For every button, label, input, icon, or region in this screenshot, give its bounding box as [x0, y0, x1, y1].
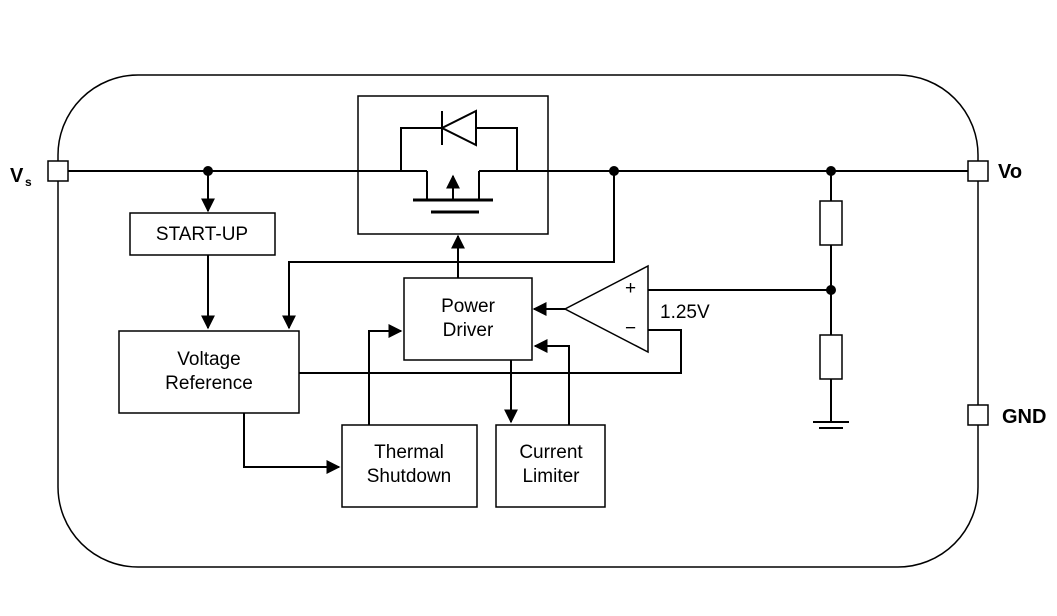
startup-label: START-UP — [156, 224, 248, 245]
voltage-reference-label: Voltage — [177, 349, 240, 370]
power-driver-label: Power — [441, 296, 496, 317]
thermal-to-driver-wire — [368, 324, 403, 425]
body-diode-symbol — [400, 109, 518, 171]
reference-to-thermal-wire — [243, 413, 341, 474]
vs-label: V — [10, 165, 24, 187]
thermal-shutdown-label: Thermal — [374, 442, 444, 463]
thermal-shutdown-label: Shutdown — [367, 466, 452, 487]
gnd-pin — [967, 404, 989, 426]
vo-pin — [967, 160, 989, 182]
power-driver-label: Driver — [443, 320, 494, 341]
mosfet-symbol — [401, 170, 519, 214]
pass-transistor-box — [357, 95, 549, 235]
thermal-shutdown-block — [341, 424, 478, 508]
current-limiter-block — [495, 424, 606, 508]
output-to-reference-wire — [282, 171, 615, 330]
error-amplifier — [563, 264, 649, 354]
limiter-to-driver-wire — [533, 339, 570, 425]
amp-minus-sign: − — [625, 318, 636, 339]
current-limiter-label: Limiter — [522, 466, 580, 487]
startup-block — [129, 212, 276, 256]
reference-to-amp-wire — [299, 329, 682, 374]
vo-label: Vo — [998, 161, 1022, 183]
voltage-reference-label: Reference — [165, 373, 253, 394]
reference-voltage-label: 1.25V — [660, 302, 710, 323]
resistor-upper — [819, 200, 843, 246]
voltage-reference-block — [118, 330, 300, 414]
vs-label-subscript: s — [25, 175, 32, 189]
amp-plus-sign: + — [625, 278, 636, 299]
current-limiter-label: Current — [519, 442, 583, 463]
vs-pin — [47, 160, 69, 182]
power-driver-block — [403, 277, 533, 361]
gnd-label: GND — [1002, 406, 1046, 428]
ic-outline — [57, 74, 979, 568]
ground-symbol — [813, 421, 849, 429]
resistor-lower — [819, 334, 843, 380]
